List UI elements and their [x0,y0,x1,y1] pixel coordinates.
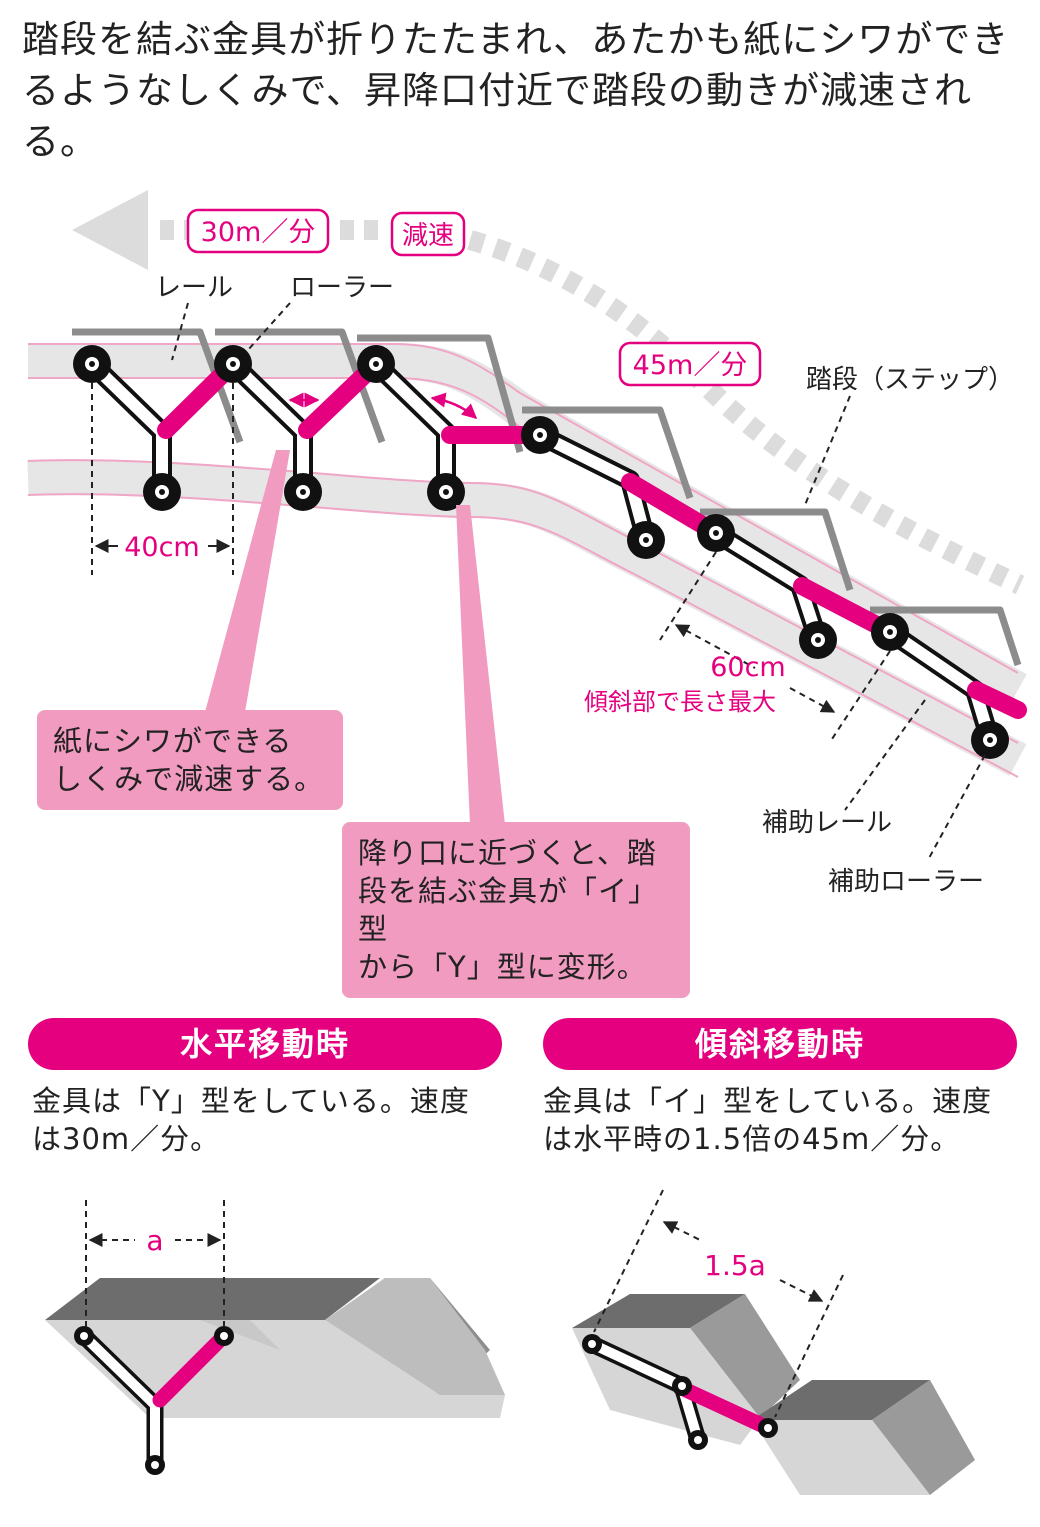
fold-arrows [288,392,478,419]
leaders [171,302,986,861]
roller [521,416,559,454]
roller [357,345,395,383]
desc-incline-line-1: 金具は「イ」型をしている。速度 [543,1084,993,1118]
speed-badge-incline: 45m／分 [618,341,762,387]
aux-rollers [143,473,1009,759]
pitch-60cm-note: 傾斜部で長さ最大 [584,688,776,716]
intro-line-2: るようなしくみで、昇降口付近で踏段の動きが減速される。 [22,69,972,163]
pitch-40cm-label: 40cm [124,532,200,563]
aux-rail-label: 補助レール [762,808,892,838]
speed-incline-label: 45m／分 [633,350,748,381]
step-label: 踏段（ステップ） [806,365,1014,395]
desc-horizontal-line-1: 金具は「Y」型をしている。速度 [32,1084,470,1118]
dim-40cm: 40cm [91,383,234,575]
roller [214,345,252,383]
callout-deform-pointer [456,505,505,825]
section-title-incline: 傾斜移動時 [543,1018,1017,1070]
decel-label: 減速 [402,221,454,251]
callout-wrinkle-pointer [205,450,290,712]
section-title-horizontal: 水平移動時 [28,1018,502,1070]
aux-roller [284,473,322,511]
dim-a-label: a [146,1224,163,1257]
callout-deform-line-2: 段を結ぶ金具が「イ」型 [358,874,659,946]
roller-label: ローラー [290,273,394,303]
callout-wrinkle-line-2: しくみで減速する。 [53,762,325,796]
desc-horizontal-line-2: は30m／分。 [32,1122,221,1156]
callout-wrinkle: 紙にシワができる しくみで減速する。 [37,710,343,810]
dim-1-5a-label: 1.5a [704,1249,766,1282]
callout-deform-line-1: 降り口に近づくと、踏 [358,836,657,870]
aux-roller [971,721,1009,759]
incline-illustration: 1.5a [572,1189,975,1495]
roller [697,514,735,552]
desc-incline-line-2: は水平時の1.5倍の45m／分。 [543,1122,961,1156]
pitch-60cm-label: 60cm [710,652,786,683]
section-desc-horizontal: 金具は「Y」型をしている。速度 は30m／分。 [32,1082,512,1158]
horizontal-illustration: a [45,1200,505,1475]
direction-arrow [72,190,1025,595]
callout-wrinkle-line-1: 紙にシワができる [53,724,293,758]
step-outlines [72,328,1022,667]
main-rail [28,343,1027,708]
roller [73,345,111,383]
intro-text: 踏段を結ぶ金具が折りたたまれ、あたかも紙にシワができ るようなしくみで、昇降口付… [22,14,1022,167]
callout-deform-line-3: から「Y」型に変形。 [358,950,647,984]
rail-label: レール [155,273,233,303]
decel-badge: 減速 [390,211,466,257]
aux-roller [799,621,837,659]
rollers [73,345,909,651]
aux-roller [627,521,665,559]
intro-line-1: 踏段を結ぶ金具が折りたたまれ、あたかも紙にシワができ [22,18,1010,61]
speed-horizontal-label: 30m／分 [201,217,316,248]
aux-roller [143,473,181,511]
section-desc-incline: 金具は「イ」型をしている。速度 は水平時の1.5倍の45m／分。 [543,1082,1033,1158]
roller [871,613,909,651]
callout-deform: 降り口に近づくと、踏 段を結ぶ金具が「イ」型 から「Y」型に変形。 [342,822,690,998]
aux-roller-label: 補助ローラー [828,867,984,897]
aux-roller [427,473,465,511]
dim-60cm: 60cm 傾斜部で長さ最大 [584,551,891,743]
speed-badge-horizontal: 30m／分 [186,208,330,254]
